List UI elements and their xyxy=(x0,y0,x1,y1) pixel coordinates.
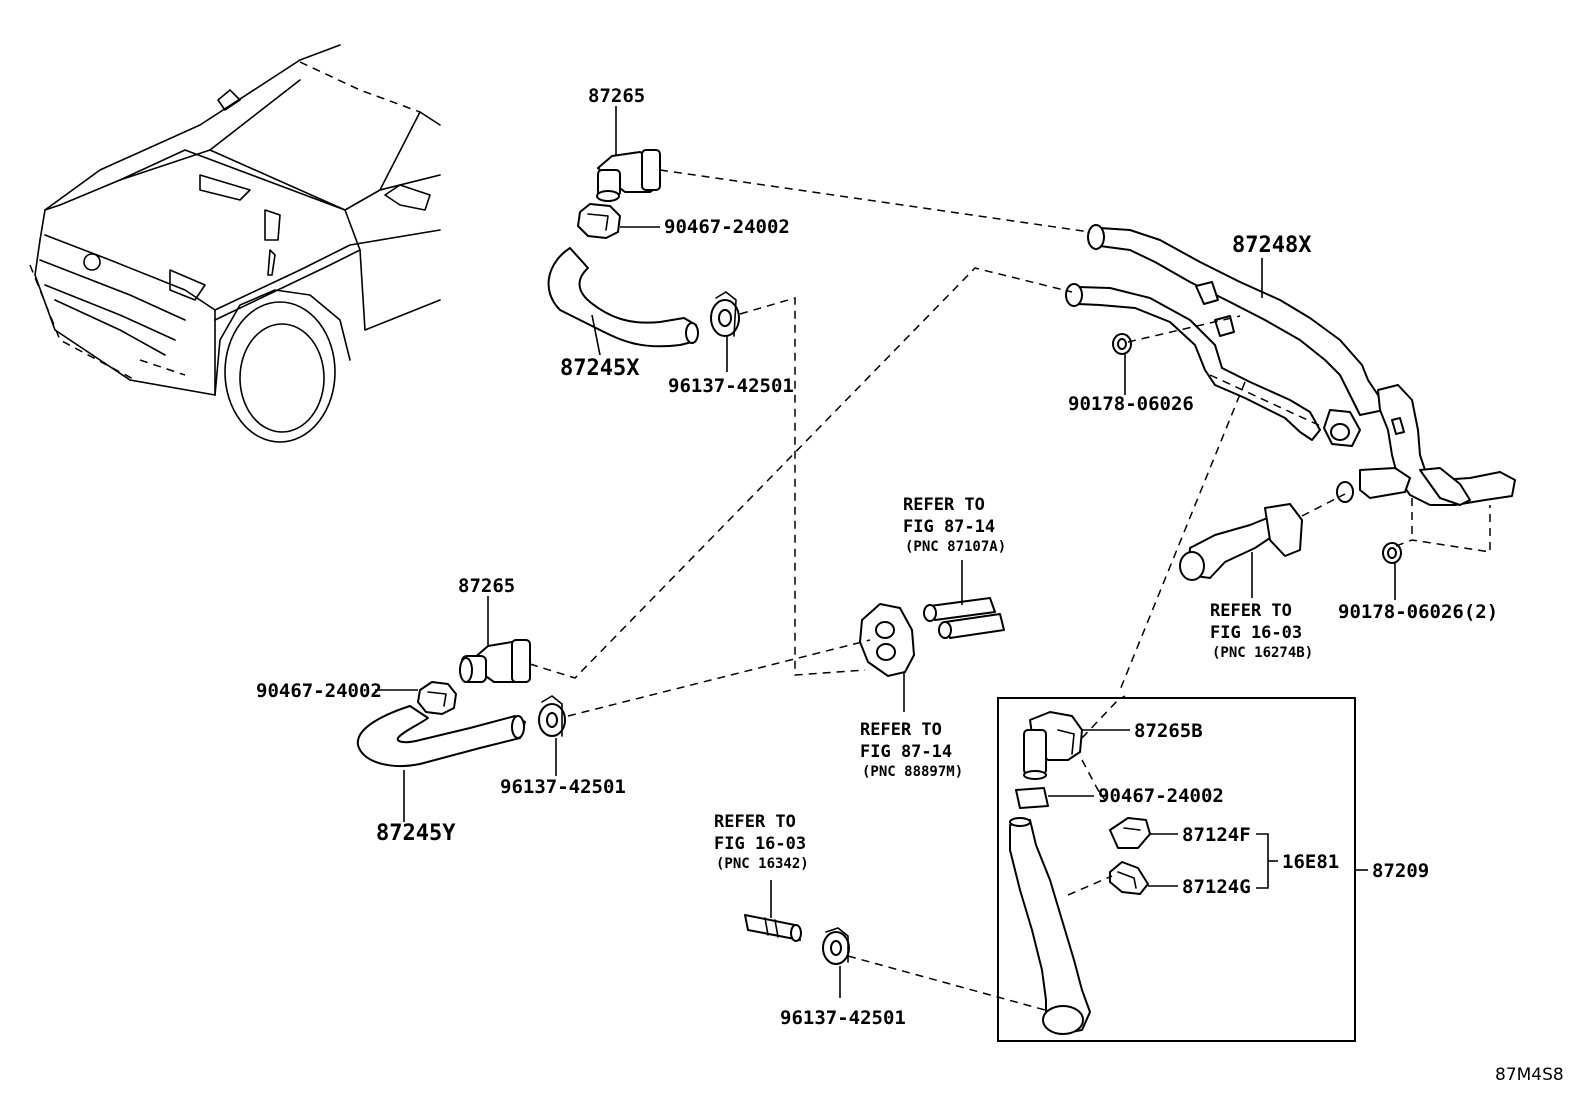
label-87265b: 87265B xyxy=(1134,720,1203,742)
label-96137-mid: 96137-42501 xyxy=(500,776,626,798)
ref-16274b-line1: REFER TO xyxy=(1210,601,1292,621)
clip-96137-mid: 96137-42501 xyxy=(500,695,626,798)
label-16e81: 16E81 xyxy=(1282,851,1339,873)
label-87124f: 87124F xyxy=(1182,824,1251,846)
figure-code: 87M4S8 xyxy=(1495,1065,1564,1085)
ref-87107a-line1: REFER TO xyxy=(903,495,985,515)
pipe-87248x: 87248X xyxy=(1065,224,1516,506)
ref-16342-line2: FIG 16-03 xyxy=(714,834,806,854)
label-96137-top: 96137-42501 xyxy=(668,375,794,397)
ref-88897m-line3: (PNC 88897M) xyxy=(862,764,963,780)
bottom-pipe-group: REFER TO FIG 16-03 (PNC 16342) 96137-425… xyxy=(714,812,906,1029)
label-87248x: 87248X xyxy=(1232,233,1311,258)
ref-88897m-line2: FIG 87-14 xyxy=(860,742,952,762)
connector-87265b: 87265B xyxy=(1023,711,1203,780)
label-90467-box: 90467-24002 xyxy=(1098,785,1224,807)
ref-16342-line3: (PNC 16342) xyxy=(716,856,809,872)
connector-87265-top: 87265 xyxy=(588,85,661,202)
hose-87209 xyxy=(1009,817,1091,1035)
connector-87265-mid: 87265 xyxy=(458,575,531,683)
label-87265-mid: 87265 xyxy=(458,575,515,597)
label-90467-mid: 90467-24002 xyxy=(256,680,382,702)
ref-16342-line1: REFER TO xyxy=(714,812,796,832)
ref-16274b-line2: FIG 16-03 xyxy=(1210,623,1302,643)
clip-87124f: 87124F xyxy=(1109,817,1251,849)
label-87209: 87209 xyxy=(1372,860,1429,882)
clip-87124g: 87124G xyxy=(1109,861,1251,898)
nut-90178-b: 90178-06026(2) xyxy=(1338,542,1498,623)
clamp-90467-box: 90467-24002 xyxy=(1015,785,1224,809)
label-87245x: 87245X xyxy=(560,356,639,381)
label-87245y: 87245Y xyxy=(376,821,456,846)
nut-90178-a: 90178-06026 xyxy=(1068,333,1194,415)
clip-96137-top: 96137-42501 xyxy=(668,291,794,397)
grommet-88897m: REFER TO FIG 87-14 (PNC 88897M) xyxy=(859,603,963,780)
ref-87107a-line2: FIG 87-14 xyxy=(903,517,995,537)
middle-hose-group: 87265 90467-24002 87245Y 96137-42501 xyxy=(256,575,626,846)
clip-96137-bottom: 96137-42501 xyxy=(780,927,906,1029)
label-90178-b: 90178-06026(2) xyxy=(1338,601,1498,623)
label-90178-a: 90178-06026 xyxy=(1068,393,1194,415)
label-87265-top: 87265 xyxy=(588,85,645,107)
dashed-leaders xyxy=(529,169,1491,1011)
vehicle-illustration xyxy=(29,44,441,443)
clamp-90467-top: 90467-24002 xyxy=(577,203,790,239)
hose-87245y: 87245Y xyxy=(356,705,526,846)
label-96137-bottom: 96137-42501 xyxy=(780,1007,906,1029)
clamp-90467-mid: 90467-24002 xyxy=(256,680,457,715)
ref-16274b-line3: (PNC 16274B) xyxy=(1212,645,1313,661)
label-87124g: 87124G xyxy=(1182,876,1251,898)
label-90467-top: 90467-24002 xyxy=(664,216,790,238)
ref-88897m-line1: REFER TO xyxy=(860,720,942,740)
top-hose-group: 87265 90467-24002 87245X 96137-42501 xyxy=(547,85,794,397)
ref-87107a-line3: (PNC 87107A) xyxy=(905,539,1006,555)
outlet-pipe-16274b: REFER TO FIG 16-03 (PNC 16274B) xyxy=(1179,503,1313,661)
hose-87245x: 87245X xyxy=(547,247,699,381)
heater-pipes-87107a: REFER TO FIG 87-14 (PNC 87107A) xyxy=(903,495,1006,639)
kit-87209-box: 87265B 90467-24002 87124F 87124G xyxy=(997,697,1356,1042)
